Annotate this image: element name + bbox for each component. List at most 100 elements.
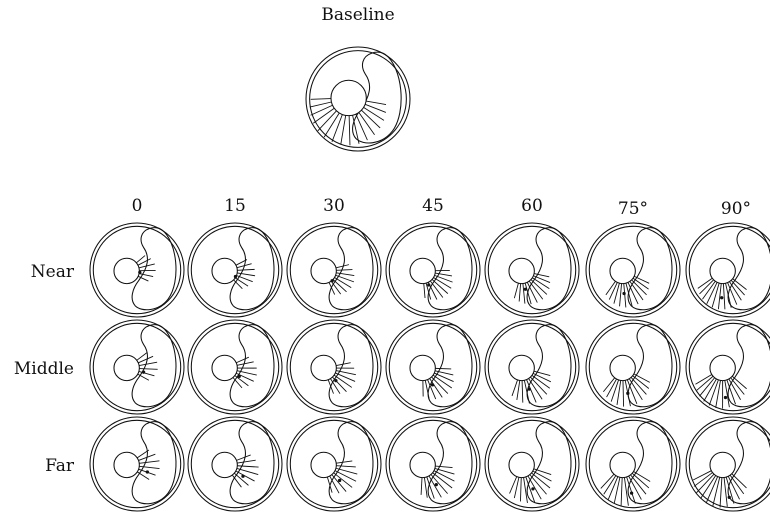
- marker-dot: [531, 487, 534, 490]
- small-circle: [410, 258, 435, 283]
- small-circle: [331, 80, 366, 115]
- fan-line: [621, 478, 622, 506]
- small-circle: [509, 452, 534, 477]
- disc-near-6: [686, 223, 770, 317]
- small-circle: [212, 452, 237, 477]
- fan-line: [139, 362, 157, 365]
- fan-line: [349, 116, 350, 146]
- marker-dot: [630, 491, 633, 494]
- fan-line: [235, 376, 249, 386]
- disc-near-5: [586, 223, 680, 317]
- marker-dot: [724, 396, 727, 399]
- marker-dot: [622, 292, 625, 295]
- disc-near-3: [386, 223, 480, 317]
- fan-line: [237, 275, 253, 281]
- small-circle: [509, 258, 534, 283]
- column-header-90: 90°: [721, 199, 751, 219]
- small-circle: [212, 355, 237, 380]
- marker-dot: [728, 496, 731, 499]
- fan-line: [234, 473, 248, 485]
- fan-line: [232, 475, 241, 487]
- fan-line: [366, 101, 386, 105]
- column-header-15: 15: [224, 196, 246, 216]
- small-circle: [710, 258, 735, 283]
- fan-line: [520, 478, 521, 502]
- fan-line: [365, 104, 386, 112]
- fan-line: [237, 455, 251, 460]
- baseline-diagram: [306, 47, 410, 151]
- disc-far-1: [188, 417, 282, 511]
- disc-far-2: [287, 417, 381, 511]
- marker-dot: [234, 275, 237, 278]
- fan-line: [332, 114, 342, 141]
- column-header-75: 75°: [618, 199, 648, 219]
- small-circle: [410, 452, 435, 477]
- small-circle: [311, 452, 336, 477]
- fan-line: [512, 380, 518, 396]
- column-header-45: 45: [422, 196, 444, 216]
- fan-line: [311, 99, 331, 100]
- fan-line: [336, 466, 355, 467]
- disc-far-6: [686, 417, 770, 511]
- small-circle: [114, 452, 139, 477]
- disc-middle-0: [90, 320, 184, 414]
- column-headers: 0 15 30 45 60 75° 90°: [132, 196, 751, 219]
- small-circle: [212, 258, 237, 283]
- fan-line: [237, 362, 254, 365]
- row-label-far: Far: [45, 456, 75, 476]
- fan-line: [435, 466, 452, 468]
- marker-dot: [330, 279, 333, 282]
- fan-line: [139, 369, 157, 370]
- fan-line: [424, 478, 427, 498]
- fan-line: [136, 256, 145, 263]
- fan-line: [713, 477, 720, 506]
- small-circle: [114, 258, 139, 283]
- fan-line: [634, 276, 649, 283]
- small-circle: [710, 355, 735, 380]
- fan-line: [514, 283, 518, 298]
- small-circle: [509, 355, 534, 380]
- fan-line: [137, 353, 147, 361]
- fan-line: [712, 283, 719, 307]
- small-circle: [610, 452, 635, 477]
- disc-middle-1: [188, 320, 282, 414]
- fan-line: [361, 110, 380, 128]
- fan-line: [624, 284, 626, 308]
- fan-line: [720, 478, 722, 508]
- fan-line: [620, 284, 622, 307]
- disc-near-4: [485, 223, 579, 317]
- marker-dot: [334, 379, 337, 382]
- small-circle: [610, 258, 635, 283]
- disc-far-4: [485, 417, 579, 511]
- column-header-0: 0: [132, 196, 143, 216]
- marker-dot: [720, 296, 723, 299]
- fan-line: [517, 380, 520, 399]
- marker-dot: [238, 375, 241, 378]
- marker-dot: [524, 288, 527, 291]
- disc-near-1: [188, 223, 282, 317]
- small-circle: [311, 355, 336, 380]
- baseline-disc: [306, 47, 410, 151]
- marker-dot: [146, 470, 149, 473]
- fan-line: [522, 381, 523, 403]
- fan-line: [435, 368, 451, 369]
- fan-line: [237, 466, 258, 467]
- fan-line: [336, 461, 352, 463]
- small-circle: [114, 355, 139, 380]
- fan-line: [424, 284, 425, 298]
- fan-line: [313, 108, 334, 123]
- fan-line: [331, 281, 341, 294]
- fan-line: [341, 115, 346, 144]
- row-labels: Near Middle Far: [14, 262, 75, 476]
- row-label-near: Near: [31, 262, 75, 282]
- marker-dot: [241, 475, 244, 478]
- small-circle: [610, 355, 635, 380]
- marker-dot: [626, 392, 629, 395]
- row-label-middle: Middle: [14, 359, 74, 379]
- marker-dot: [138, 271, 141, 274]
- fan-line: [335, 278, 352, 288]
- fan-line: [421, 478, 422, 495]
- marker-dot: [142, 371, 145, 374]
- fan-line: [614, 477, 620, 503]
